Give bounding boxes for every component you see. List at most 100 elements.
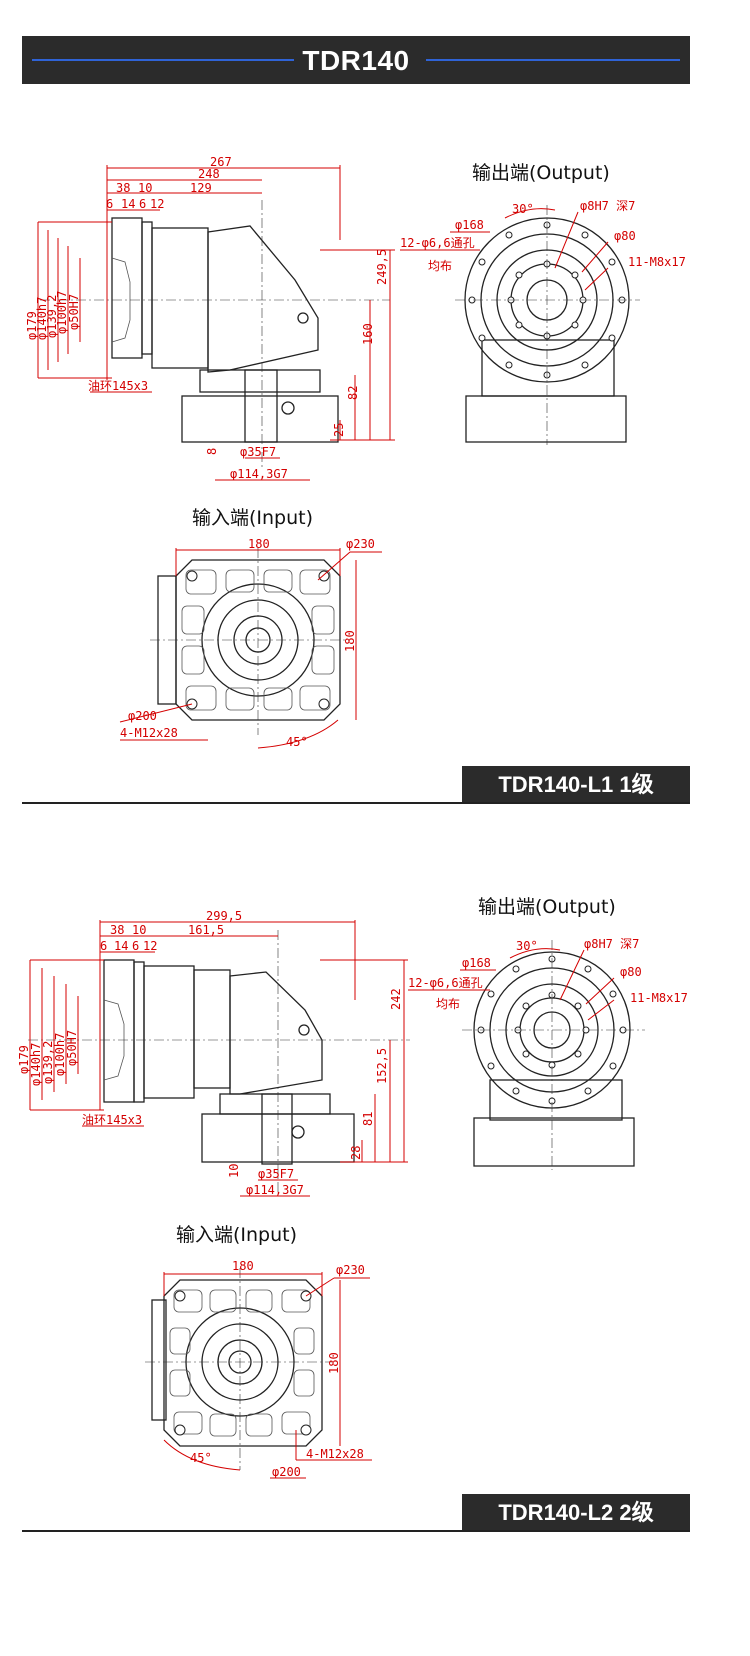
dim-38-l2: 38 xyxy=(110,923,124,937)
dim-holes-out-l2: 12-φ6,6通孔 xyxy=(408,976,483,990)
dim-14-l2: 14 xyxy=(114,939,128,953)
dim-38-l1: 38 xyxy=(116,181,130,195)
section-divider-l2 xyxy=(22,1530,690,1532)
dim-10v-l2: 10 xyxy=(227,1164,241,1178)
dim-267-l1: 267 xyxy=(210,155,232,169)
dim-phi200-in-l2: φ200 xyxy=(272,1465,301,1479)
dim-1525-l2: 152,5 xyxy=(375,1048,389,1084)
dim-phi8-out-l1: φ8H7 深7 xyxy=(580,199,635,213)
output-caption-l1: 输出端(Output) xyxy=(472,162,610,184)
side-view-body-l1 xyxy=(40,200,390,470)
dim-160-l1: 160 xyxy=(361,323,375,345)
model-tag-l1: TDR140-L1 1级 xyxy=(462,766,690,804)
dim-m12-in-l2: 4-M12x28 xyxy=(306,1447,364,1461)
dim-180-in-l2: 180 xyxy=(232,1259,254,1273)
dim-phi80-out-l2: φ80 xyxy=(620,965,642,979)
dim-phi179-l1: φ179 xyxy=(25,311,39,340)
dim-phi50-l1: φ50H7 xyxy=(67,294,81,330)
side-view-drawing-l2: 299,5 38 10 161,5 6 14 6 12 φ179 φ140h7 … xyxy=(17,909,410,1197)
dim-phi168-out-l1: φ168 xyxy=(455,218,484,232)
input-view-drawing-l2: 180 φ230 180 45° 4-M12x28 φ200 xyxy=(145,1259,372,1479)
dim-82-l1: 82 xyxy=(346,386,360,400)
output-view-dimensions-l2: φ168 30° φ8H7 深7 φ80 12-φ6,6通孔 均布 11-M8x… xyxy=(408,937,688,1021)
dim-phi140-l1: φ140h7 xyxy=(35,297,49,340)
dim-phi8-out-l2: φ8H7 深7 xyxy=(584,937,639,951)
dim-phi35-l2: φ35F7 xyxy=(258,1167,294,1181)
dim-6b-l1: 6 xyxy=(139,197,146,211)
page-title: TDR140 xyxy=(302,45,410,76)
dim-180v-in-l2: 180 xyxy=(327,1352,341,1374)
dim-phi230-in-l2: φ230 xyxy=(336,1263,365,1277)
dim-45deg-in-l1: 45° xyxy=(286,735,308,749)
dim-45deg-in-l2: 45° xyxy=(190,1451,212,1465)
dim-12-l1: 12 xyxy=(150,197,164,211)
dim-30deg-out-l1: 30° xyxy=(512,202,534,216)
section-divider-l1 xyxy=(22,802,690,804)
dim-m12-in-l1: 4-M12x28 xyxy=(120,726,178,740)
dim-oring-l1: 油环145x3 xyxy=(88,379,148,393)
dim-2495-l1: 249,5 xyxy=(375,249,389,285)
dim-m8-out-l2: 11-M8x17 xyxy=(630,991,688,1005)
dim-phi139-l1: φ139,2 xyxy=(45,295,59,338)
dim-81-l2: 81 xyxy=(361,1112,375,1126)
dim-phi140-l2: φ140h7 xyxy=(29,1043,43,1086)
dim-180-in-l1: 180 xyxy=(248,537,270,551)
dim-28-l2: 28 xyxy=(349,1146,363,1160)
dim-phi139-l2: φ139,2 xyxy=(41,1041,55,1084)
dim-6-l1: 6 xyxy=(106,197,113,211)
model-tag-l2: TDR140-L2 2级 xyxy=(462,1494,690,1532)
input-caption-l2: 输入端(Input) xyxy=(176,1224,298,1246)
input-view-body-l1 xyxy=(150,548,350,735)
dim-even-out-l2: 均布 xyxy=(436,997,460,1011)
dim-m8-out-l1: 11-M8x17 xyxy=(628,255,686,269)
output-view-drawing-l1: φ168 30° φ8H7 深7 φ80 12-φ6,6通孔 均布 11-M8x… xyxy=(400,199,686,445)
dim-phi179-l2: φ179 xyxy=(17,1045,31,1074)
output-view-dimensions-l1: φ168 30° φ8H7 深7 φ80 12-φ6,6通孔 均布 11-M8x… xyxy=(400,199,686,291)
dim-129-l1: 129 xyxy=(190,181,212,195)
dim-phi168-out-l2: φ168 xyxy=(462,956,491,970)
dim-phi35-l1: φ35F7 xyxy=(240,445,276,459)
input-view-dimensions-l1: 180 φ230 180 φ200 4-M12x28 45° xyxy=(119,537,382,749)
input-view-dimensions-l2: 180 φ230 180 45° 4-M12x28 φ200 xyxy=(163,1259,372,1479)
dim-248-l1: 248 xyxy=(198,167,220,181)
side-view-dimension-labels-l1: 267 248 38 10 129 6 14 6 12 φ179 φ140h7 … xyxy=(25,155,389,481)
dim-oring-l2: 油环145x3 xyxy=(82,1113,142,1127)
dim-2995-l2: 299,5 xyxy=(206,909,242,923)
banner-right-line xyxy=(426,59,680,61)
input-view-drawing-l1: 180 φ230 180 φ200 4-M12x28 45° xyxy=(119,537,382,749)
dim-242-l2: 242 xyxy=(389,988,403,1010)
dim-25-l1: 25 xyxy=(332,423,346,437)
banner-left-line xyxy=(32,59,294,61)
dim-180v-in-l1: 180 xyxy=(343,630,357,652)
dim-8-l1: 8 xyxy=(205,448,219,455)
dim-12-l2: 12 xyxy=(143,939,157,953)
dim-phi114-l1: φ114,3G7 xyxy=(230,467,288,481)
dim-phi50-l2: φ50H7 xyxy=(65,1030,79,1066)
dim-phi80-out-l1: φ80 xyxy=(614,229,636,243)
side-view-dimension-labels-l2: 299,5 38 10 161,5 6 14 6 12 φ179 φ140h7 … xyxy=(17,909,403,1197)
input-view-body-l2 xyxy=(145,1268,332,1470)
dim-14-l1: 14 xyxy=(121,197,135,211)
header-banner: TDR140 xyxy=(22,36,690,84)
output-caption-l2: 输出端(Output) xyxy=(478,896,616,918)
dim-even-out-l1: 均布 xyxy=(428,259,452,273)
side-view-dimension-lines-l2 xyxy=(29,920,408,1197)
dim-phi200-in-l1: φ200 xyxy=(128,709,157,723)
dim-6b-l2: 6 xyxy=(132,939,139,953)
dim-holes-out-l1: 12-φ6,6通孔 xyxy=(400,236,475,250)
dim-phi100-l2: φ100h7 xyxy=(53,1033,67,1076)
dim-phi100-l1: φ100h7 xyxy=(55,291,69,334)
side-view-body-l2 xyxy=(28,930,410,1195)
dim-10-l1: 10 xyxy=(138,181,152,195)
dim-6-l2: 6 xyxy=(100,939,107,953)
side-view-drawing-l1: 267 248 38 10 129 6 14 6 12 φ179 φ140h7 … xyxy=(25,155,395,481)
output-view-body-l2 xyxy=(462,940,645,1170)
dim-10-l2: 10 xyxy=(132,923,146,937)
output-view-body-l1 xyxy=(455,205,640,445)
dim-phi230-in-l1: φ230 xyxy=(346,537,375,551)
output-view-drawing-l2: φ168 30° φ8H7 深7 φ80 12-φ6,6通孔 均布 11-M8x… xyxy=(408,937,688,1170)
dim-1615-l2: 161,5 xyxy=(188,923,224,937)
side-view-dimension-lines-l1 xyxy=(37,165,395,481)
dim-phi114-l2: φ114,3G7 xyxy=(246,1183,304,1197)
input-caption-l1: 输入端(Input) xyxy=(192,507,314,529)
